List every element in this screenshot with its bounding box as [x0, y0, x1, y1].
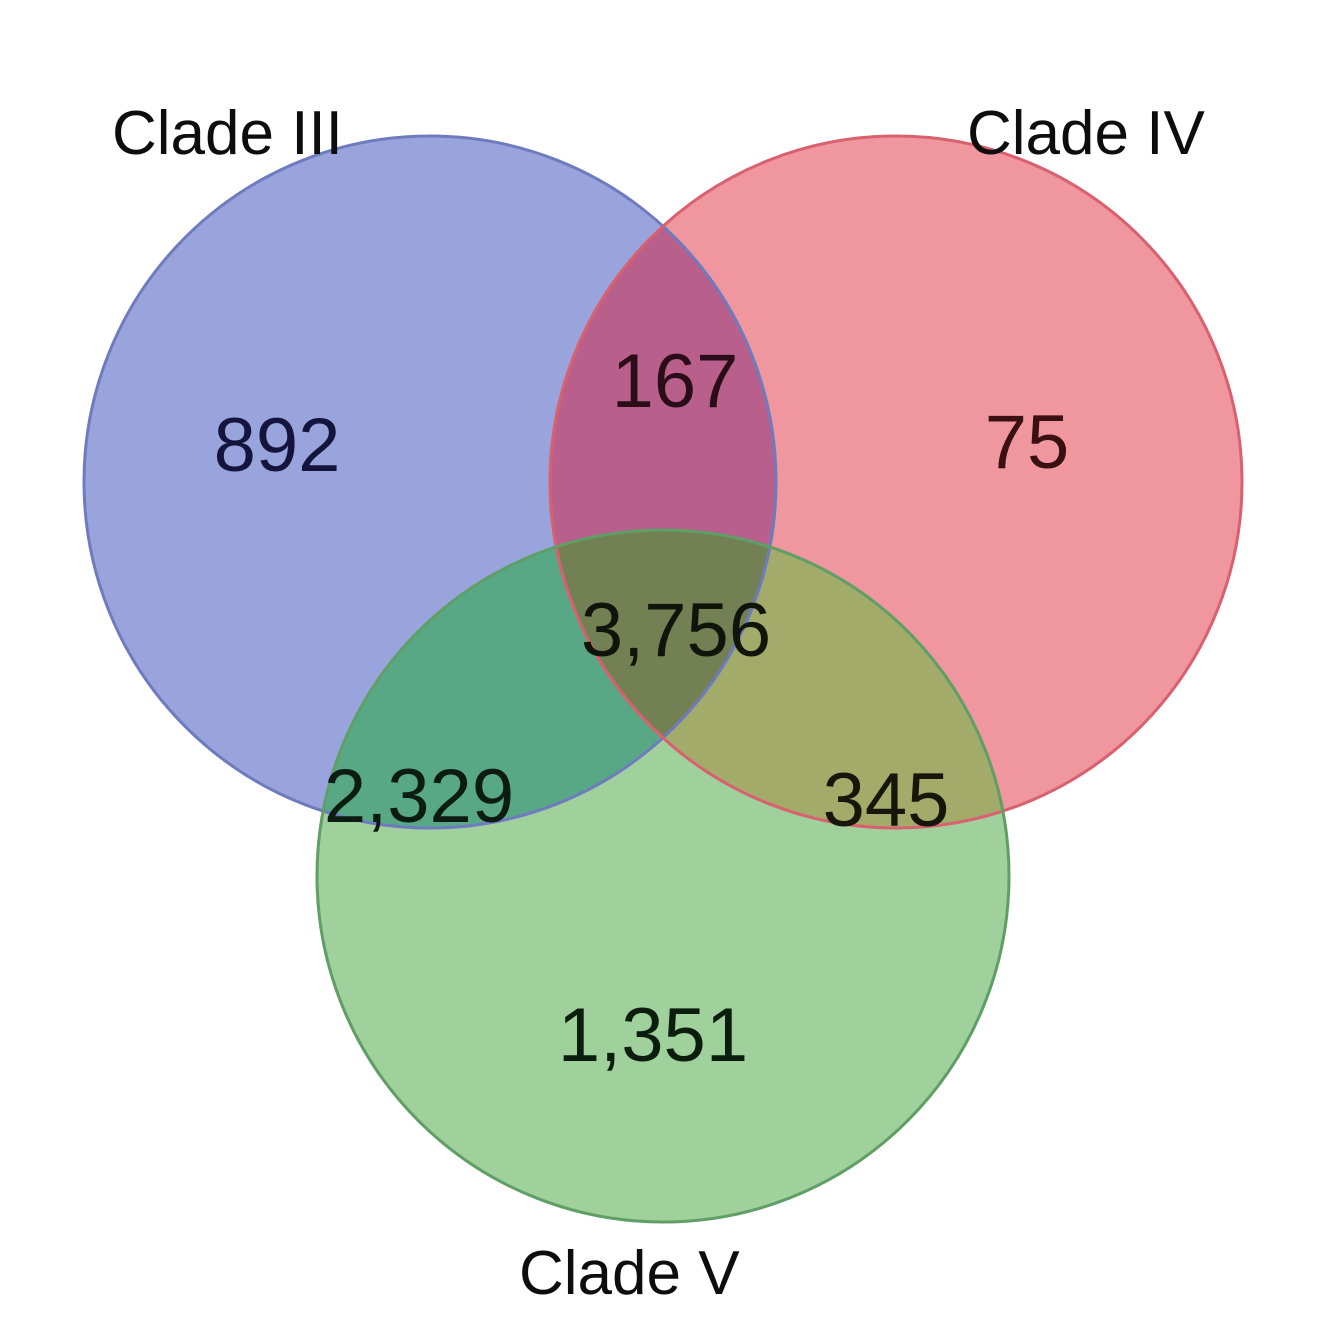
- circle-clade-iii-outline: [82, 134, 778, 830]
- region-count-clade-iii-v: 2,329: [323, 754, 515, 839]
- circle-clade-v-outline: [315, 528, 1011, 1224]
- set-label-clade-v: Clade V: [519, 1239, 740, 1308]
- region-count-clade-iv-v: 345: [822, 758, 950, 843]
- region-count-clade-iv-only: 75: [984, 400, 1070, 485]
- overlap-iii-v: [317, 530, 776, 828]
- region-count-all-three: 3,756: [580, 588, 772, 673]
- region-count-clade-iii-iv: 167: [611, 339, 739, 424]
- region-count-clade-iii-only: 892: [213, 403, 341, 488]
- set-label-clade-iv: Clade IV: [967, 99, 1205, 168]
- region-count-clade-v-only: 1,351: [557, 993, 749, 1078]
- circle-clade-iv-outline: [548, 134, 1244, 830]
- set-label-clade-iii: Clade III: [112, 99, 343, 168]
- overlap-iv-v: [550, 530, 1009, 828]
